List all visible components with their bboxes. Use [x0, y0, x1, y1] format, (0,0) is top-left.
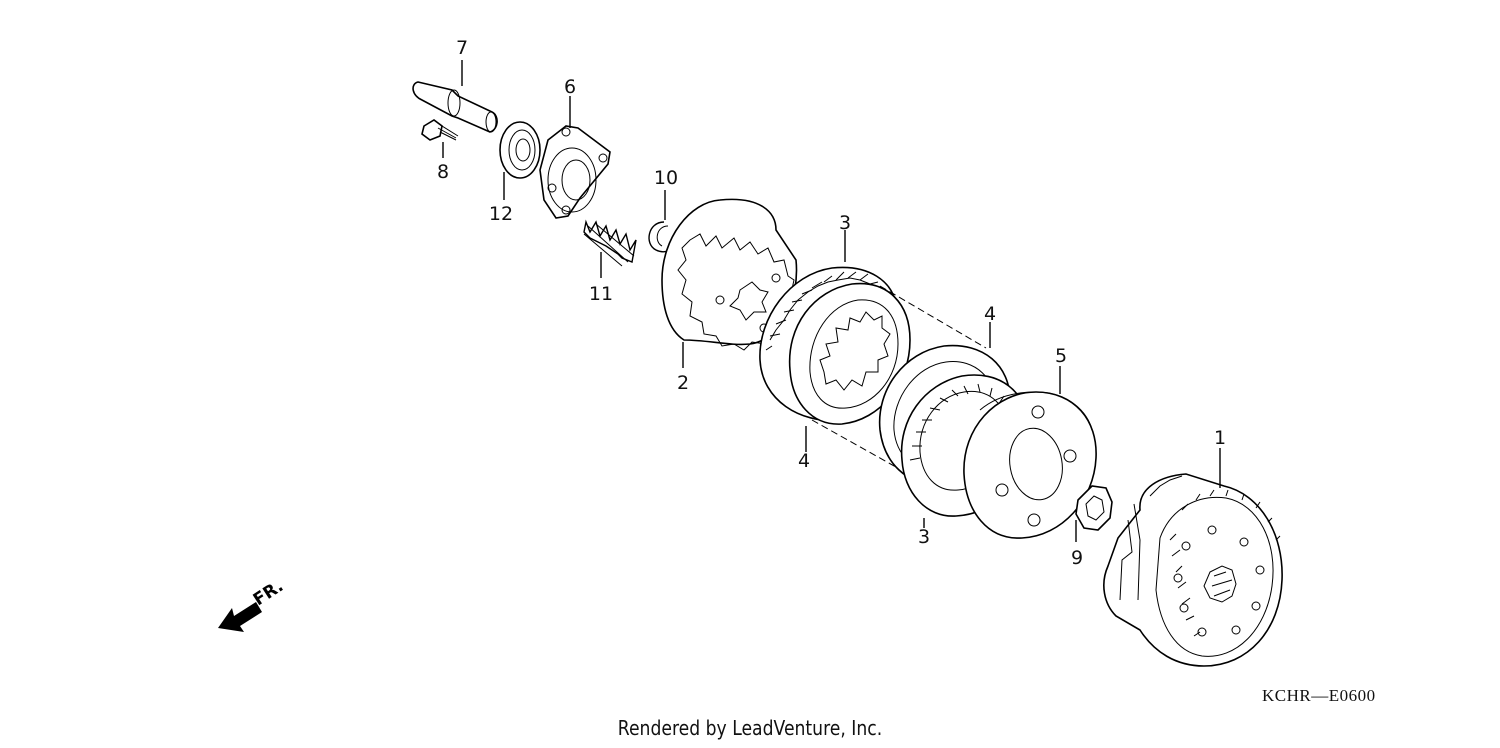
diagram-code: KCHR—E0600 [1262, 686, 1376, 705]
label-part-2: 2 [677, 372, 689, 394]
part-4-clutch-plate-left[interactable] [788, 282, 911, 425]
label-part-3-lower: 3 [918, 526, 930, 548]
part-8-bolt[interactable] [421, 119, 459, 141]
part-9-lock-washer[interactable] [1075, 485, 1113, 531]
label-part-9: 9 [1071, 547, 1083, 569]
label-part-3-upper: 3 [839, 212, 851, 234]
label-part-5: 5 [1055, 345, 1067, 367]
clutch-stack-outline [811, 285, 987, 477]
part-5-clutch-center[interactable] [963, 391, 1097, 539]
label-part-10: 10 [654, 167, 678, 189]
part-1-clutch-outer[interactable] [1103, 473, 1283, 667]
part-7-shaft[interactable] [412, 81, 498, 133]
front-direction-arrow: FR. [218, 576, 287, 632]
label-part-8: 8 [437, 161, 449, 183]
label-part-12: 12 [489, 203, 513, 225]
part-12-bearing[interactable] [499, 121, 541, 179]
label-part-1: 1 [1214, 427, 1226, 449]
part-11-spring[interactable] [583, 219, 637, 267]
credit-footer: Rendered by LeadVenture, Inc. [617, 716, 883, 740]
label-part-7: 7 [456, 37, 468, 59]
label-part-6: 6 [564, 76, 576, 98]
label-part-4-left: 4 [798, 450, 810, 472]
part-6-lifter-plate[interactable] [539, 125, 611, 219]
label-part-11: 11 [589, 283, 613, 305]
label-part-4-right: 4 [984, 303, 996, 325]
